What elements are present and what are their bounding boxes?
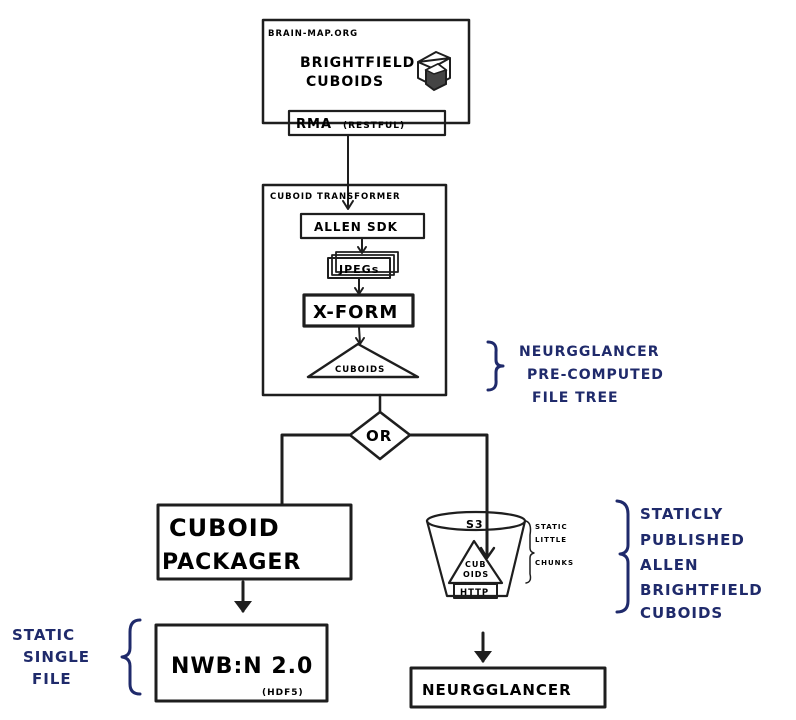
s3-side-line1: STATIC [535,523,568,531]
jpeg-card-back1 [331,254,395,276]
source-title: BRAIN-MAP.ORG [268,29,358,39]
s3-cuboids-line1: CUB [465,560,486,569]
transformer-title: CUBOID TRANSFORMER [270,192,401,202]
nwb-label: NWB:N 2.0 [171,654,313,679]
single-file-note: STATIC SINGLE FILE [12,626,90,688]
single-file-line2: SINGLE [23,648,90,666]
published-line3: ALLEN [640,556,699,574]
single-file-brace [120,618,142,696]
published-note: STATICLY PUBLISHED ALLEN BRIGHTFIELD CUB… [640,505,763,622]
rma-label: RMA [296,117,332,132]
xform-label: X-FORM [313,302,398,323]
published-line1: STATICLY [640,505,723,523]
sdk-label: ALLEN SDK [314,220,398,234]
cuboids-label: CUBOIDS [335,365,385,375]
jpeg-card-back2 [335,251,399,273]
rma-box [287,109,447,137]
jpegs-label: JPEGs [338,263,379,276]
branch-left [280,433,352,507]
packager-line1: CUBOID [169,514,280,542]
single-file-line1: STATIC [12,626,75,644]
s3-side-line3: CHUNKS [535,559,574,567]
viewer-outline [409,666,607,709]
s3-side-line2: LITTLE [535,536,567,544]
or-decision: OR [348,410,412,461]
xform-box [302,293,415,328]
published-line5: CUBOIDS [640,604,723,622]
source-line2: CUBOIDS [306,74,384,90]
nwb-box: NWB:N 2.0 (HDF5) [154,623,329,703]
precomputed-line1: NEURGGLANCER [519,344,660,360]
arrow-head-s3 [474,651,492,663]
published-brace [615,499,630,614]
packager-line2: PACKAGER [162,550,301,575]
viewer-label: NEURGGLANCER [422,681,572,699]
s3-cuboids-line2: OIDS [463,570,489,579]
rma-note: (RESTFUL) [343,121,405,131]
precomputed-line2: PRE-COMPUTED [527,367,664,383]
branch-right [408,433,489,558]
s3-bucket: S3 CUB OIDS HTTP STATIC LITTLE CHUNKS [425,510,574,599]
nwb-outline [154,623,329,703]
arrow-head-packager [234,601,252,613]
branch-right-head [479,546,496,560]
packager-outline [156,503,353,581]
source-box-outline [261,18,471,125]
arrow-xform-to-cuboids [358,326,361,344]
transformer-box: CUBOID TRANSFORMER ALLEN SDK JPEGs X-FOR… [261,183,448,397]
http-label: HTTP [460,588,489,598]
or-diamond [348,410,412,461]
packager-box: CUBOID PACKAGER [156,503,353,581]
published-line4: BRIGHTFIELD [640,581,763,599]
transformer-outline [261,183,448,397]
precomputed-note: NEURGGLANCER PRE-COMPUTED FILE TREE [519,344,664,406]
nwb-note: (HDF5) [262,688,304,698]
viewer-box: NEURGGLANCER [409,666,607,709]
arrow-head-sdk [357,246,367,254]
bucket-body [425,519,527,598]
s3-side-brace [525,520,535,584]
precomputed-line3: FILE TREE [532,390,619,406]
cubes-icon [417,51,451,92]
http-box [453,583,498,599]
published-line2: PUBLISHED [640,531,745,549]
source-box: BRAIN-MAP.ORG BRIGHTFIELD CUBOIDS RMA (R… [261,18,471,137]
single-file-line3: FILE [32,670,72,688]
cuboids-triangle [306,342,420,379]
or-label: OR [366,427,392,445]
arrow-head-rma [342,200,354,210]
s3-label: S3 [466,518,484,531]
precomputed-brace [486,340,505,392]
source-line1: BRIGHTFIELD [300,55,415,71]
